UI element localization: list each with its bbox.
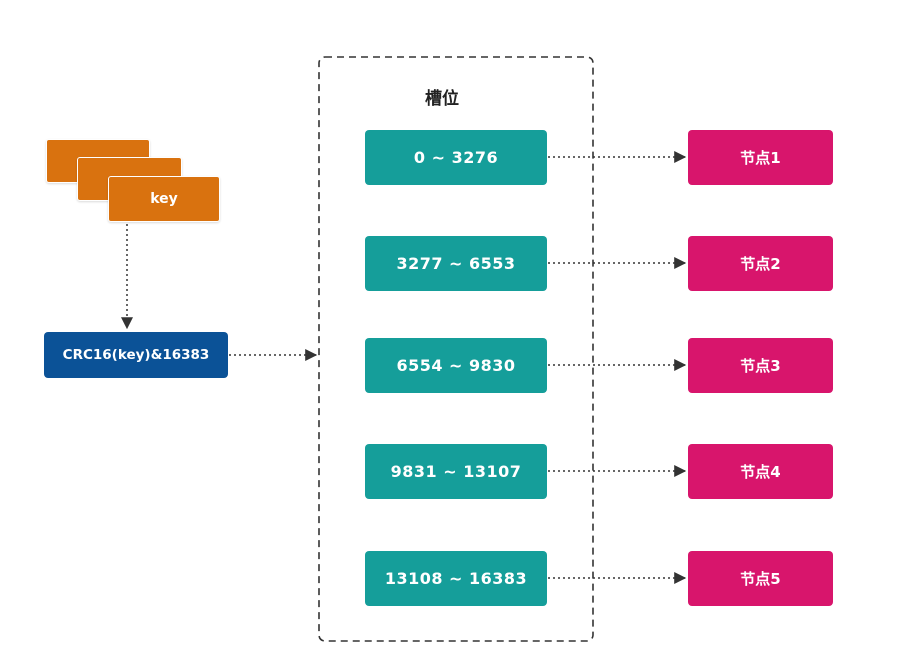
slot-group-title: 槽位 <box>425 89 459 109</box>
slot-range-label: 9831 ~ 13107 <box>390 462 522 481</box>
hash-label: CRC16(key)&16383 <box>62 347 210 363</box>
slot-range-label: 3277 ~ 6553 <box>396 254 516 273</box>
hash-function-box: CRC16(key)&16383 <box>44 332 228 378</box>
slot-range-box: 3277 ~ 6553 <box>365 236 547 291</box>
slot-range-box: 6554 ~ 9830 <box>365 338 547 393</box>
node-box: 节点5 <box>688 551 833 606</box>
node-label: 节点5 <box>740 570 781 588</box>
slot-range-box: 9831 ~ 13107 <box>365 444 547 499</box>
slot-group-border <box>318 56 594 642</box>
node-box: 节点3 <box>688 338 833 393</box>
slot-range-label: 13108 ~ 16383 <box>384 569 528 588</box>
key-card: key <box>108 176 220 222</box>
key-label: key <box>150 191 178 207</box>
node-box: 节点2 <box>688 236 833 291</box>
node-label: 节点2 <box>740 255 781 273</box>
node-label: 节点1 <box>740 149 781 167</box>
node-label: 节点4 <box>740 463 781 481</box>
slot-range-box: 0 ~ 3276 <box>365 130 547 185</box>
node-box: 节点1 <box>688 130 833 185</box>
slot-range-label: 6554 ~ 9830 <box>396 356 516 375</box>
node-box: 节点4 <box>688 444 833 499</box>
slot-range-box: 13108 ~ 16383 <box>365 551 547 606</box>
node-label: 节点3 <box>740 357 781 375</box>
slot-range-label: 0 ~ 3276 <box>413 148 499 167</box>
